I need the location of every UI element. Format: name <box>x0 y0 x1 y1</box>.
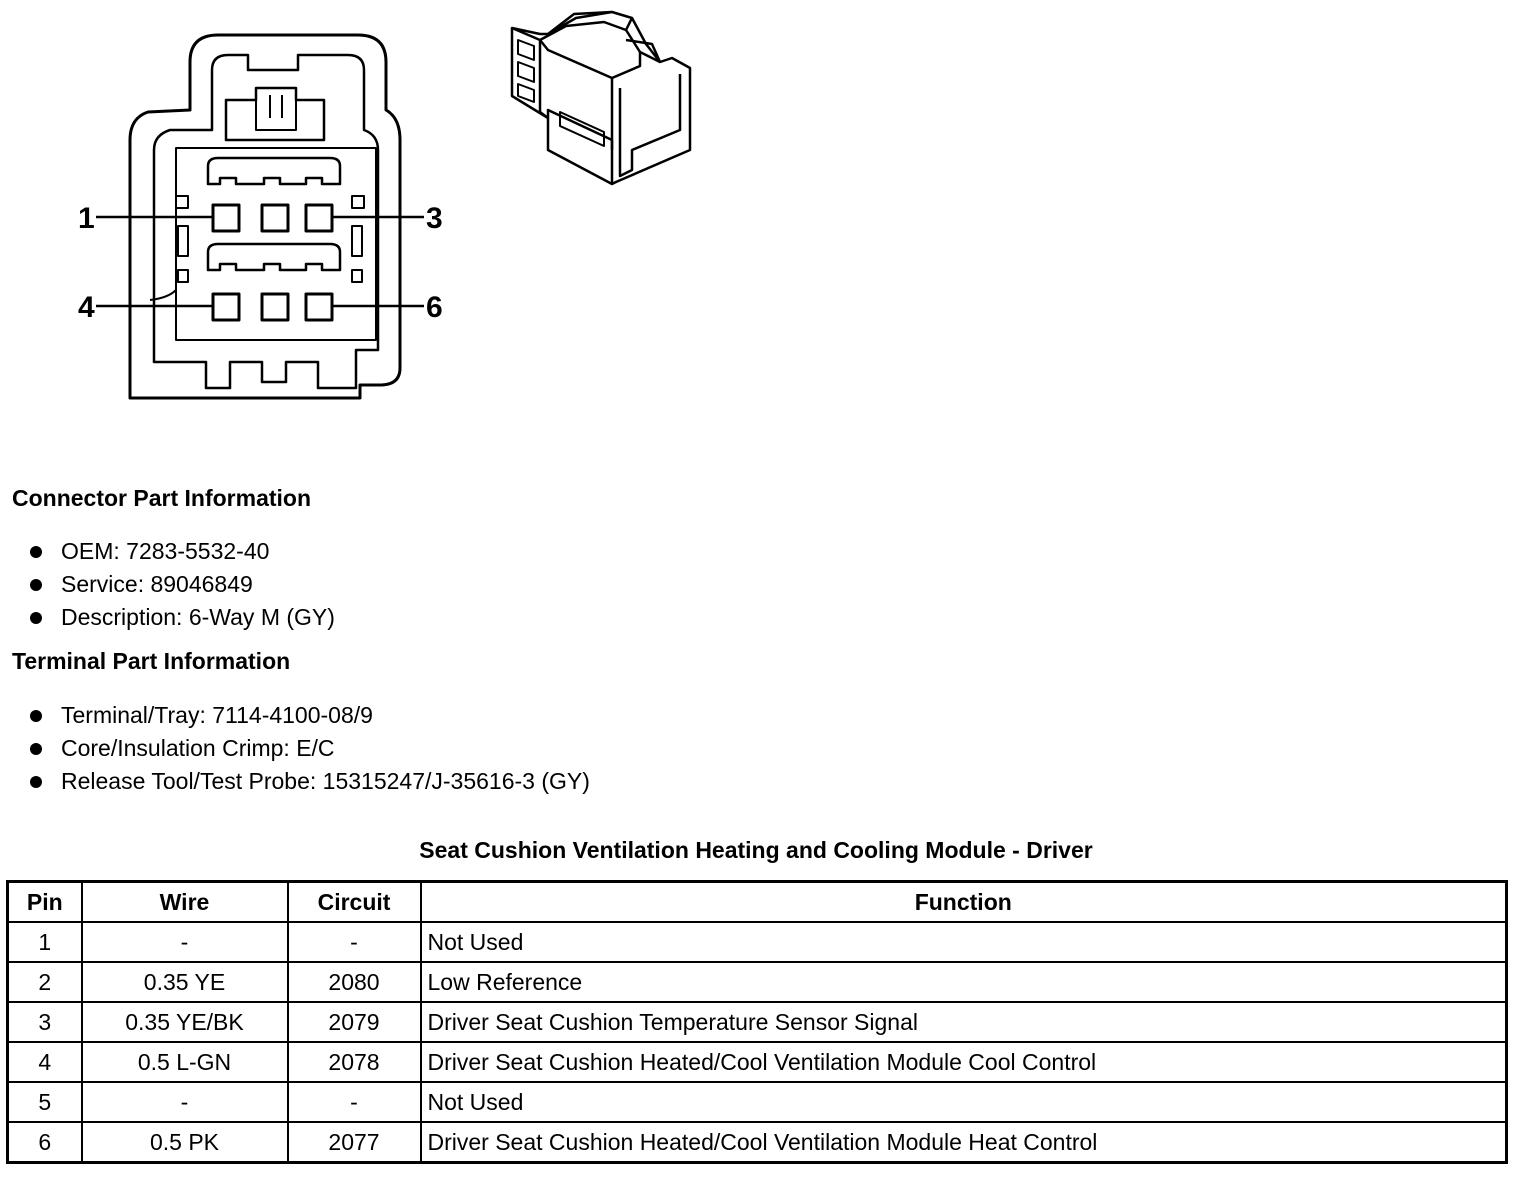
connector-part-information-list: OEM: 7283-5532-40 Service: 89046849 Desc… <box>28 535 335 634</box>
connector-isometric-view <box>510 10 692 186</box>
table-row: 3 0.35 YE/BK 2079 Driver Seat Cushion Te… <box>6 1001 1508 1043</box>
wire-cell: - <box>80 1081 289 1123</box>
pin-cavity-3 <box>304 203 334 233</box>
column-header-wire: Wire <box>80 880 289 923</box>
pin-callout-1: 1 <box>78 202 95 235</box>
list-item: Terminal/Tray: 7114-4100-08/9 <box>28 699 590 732</box>
pin-cavity-1 <box>211 203 241 233</box>
list-item: Service: 89046849 <box>28 568 335 601</box>
table-row: 1 - - Not Used <box>6 921 1508 963</box>
list-item: OEM: 7283-5532-40 <box>28 535 335 568</box>
list-item: Core/Insulation Crimp: E/C <box>28 732 590 765</box>
wire-cell: 0.35 YE/BK <box>80 1001 289 1043</box>
list-item: Description: 6-Way M (GY) <box>28 601 335 634</box>
list-item: Release Tool/Test Probe: 15315247/J-3561… <box>28 765 590 798</box>
terminal-part-information-heading: Terminal Part Information <box>12 648 291 674</box>
table-row: 6 0.5 PK 2077 Driver Seat Cushion Heated… <box>6 1121 1508 1164</box>
wire-cell: 0.5 PK <box>80 1121 289 1164</box>
pin-callout-4: 4 <box>78 291 95 324</box>
circuit-cell: 2077 <box>286 1121 422 1164</box>
function-cell: Not Used <box>419 921 1508 963</box>
wire-cell: 0.35 YE <box>80 961 289 1003</box>
pin-callout-3: 3 <box>426 202 443 235</box>
function-cell: Driver Seat Cushion Heated/Cool Ventilat… <box>419 1121 1508 1164</box>
function-cell: Driver Seat Cushion Temperature Sensor S… <box>419 1001 1508 1043</box>
table-title: Seat Cushion Ventilation Heating and Coo… <box>419 837 1093 863</box>
connector-face-outline <box>128 33 402 400</box>
table-row: 4 0.5 L-GN 2078 Driver Seat Cushion Heat… <box>6 1041 1508 1083</box>
pin-cell: 1 <box>6 921 83 963</box>
circuit-cell: 2078 <box>286 1041 422 1083</box>
connector-diagram: 1 3 4 6 <box>78 10 692 400</box>
pin-cavity-5 <box>260 292 290 322</box>
function-cell: Low Reference <box>419 961 1508 1003</box>
circuit-cell: - <box>286 921 422 963</box>
pin-cell: 2 <box>6 961 83 1003</box>
pin-cavity-6 <box>304 292 334 322</box>
bullet-icon <box>30 710 42 722</box>
bullet-icon <box>30 546 42 558</box>
pin-cell: 6 <box>6 1121 83 1164</box>
table-header-row: Pin Wire Circuit Function <box>6 880 1508 923</box>
table-row: 5 - - Not Used <box>6 1081 1508 1123</box>
column-header-pin: Pin <box>6 880 83 923</box>
terminal-part-information-list: Terminal/Tray: 7114-4100-08/9 Core/Insul… <box>28 699 590 798</box>
column-header-function: Function <box>419 880 1508 923</box>
connector-part-information-heading: Connector Part Information <box>12 485 312 511</box>
wire-cell: - <box>80 921 289 963</box>
bullet-icon <box>30 743 42 755</box>
pin-callout-6: 6 <box>426 291 443 324</box>
wire-cell: 0.5 L-GN <box>80 1041 289 1083</box>
column-header-circuit: Circuit <box>286 880 422 923</box>
pin-cavity-2 <box>260 203 290 233</box>
function-cell: Not Used <box>419 1081 1508 1123</box>
circuit-cell: 2079 <box>286 1001 422 1043</box>
pin-cell: 4 <box>6 1041 83 1083</box>
bullet-icon <box>30 579 42 591</box>
bullet-icon <box>30 612 42 624</box>
circuit-cell: - <box>286 1081 422 1123</box>
bullet-icon <box>30 776 42 788</box>
pin-cavity-4 <box>211 292 241 322</box>
pin-table: Pin Wire Circuit Function 1 - - Not Used… <box>6 880 1508 1164</box>
circuit-cell: 2080 <box>286 961 422 1003</box>
function-cell: Driver Seat Cushion Heated/Cool Ventilat… <box>419 1041 1508 1083</box>
pin-cell: 3 <box>6 1001 83 1043</box>
pin-cell: 5 <box>6 1081 83 1123</box>
table-row: 2 0.35 YE 2080 Low Reference <box>6 961 1508 1003</box>
